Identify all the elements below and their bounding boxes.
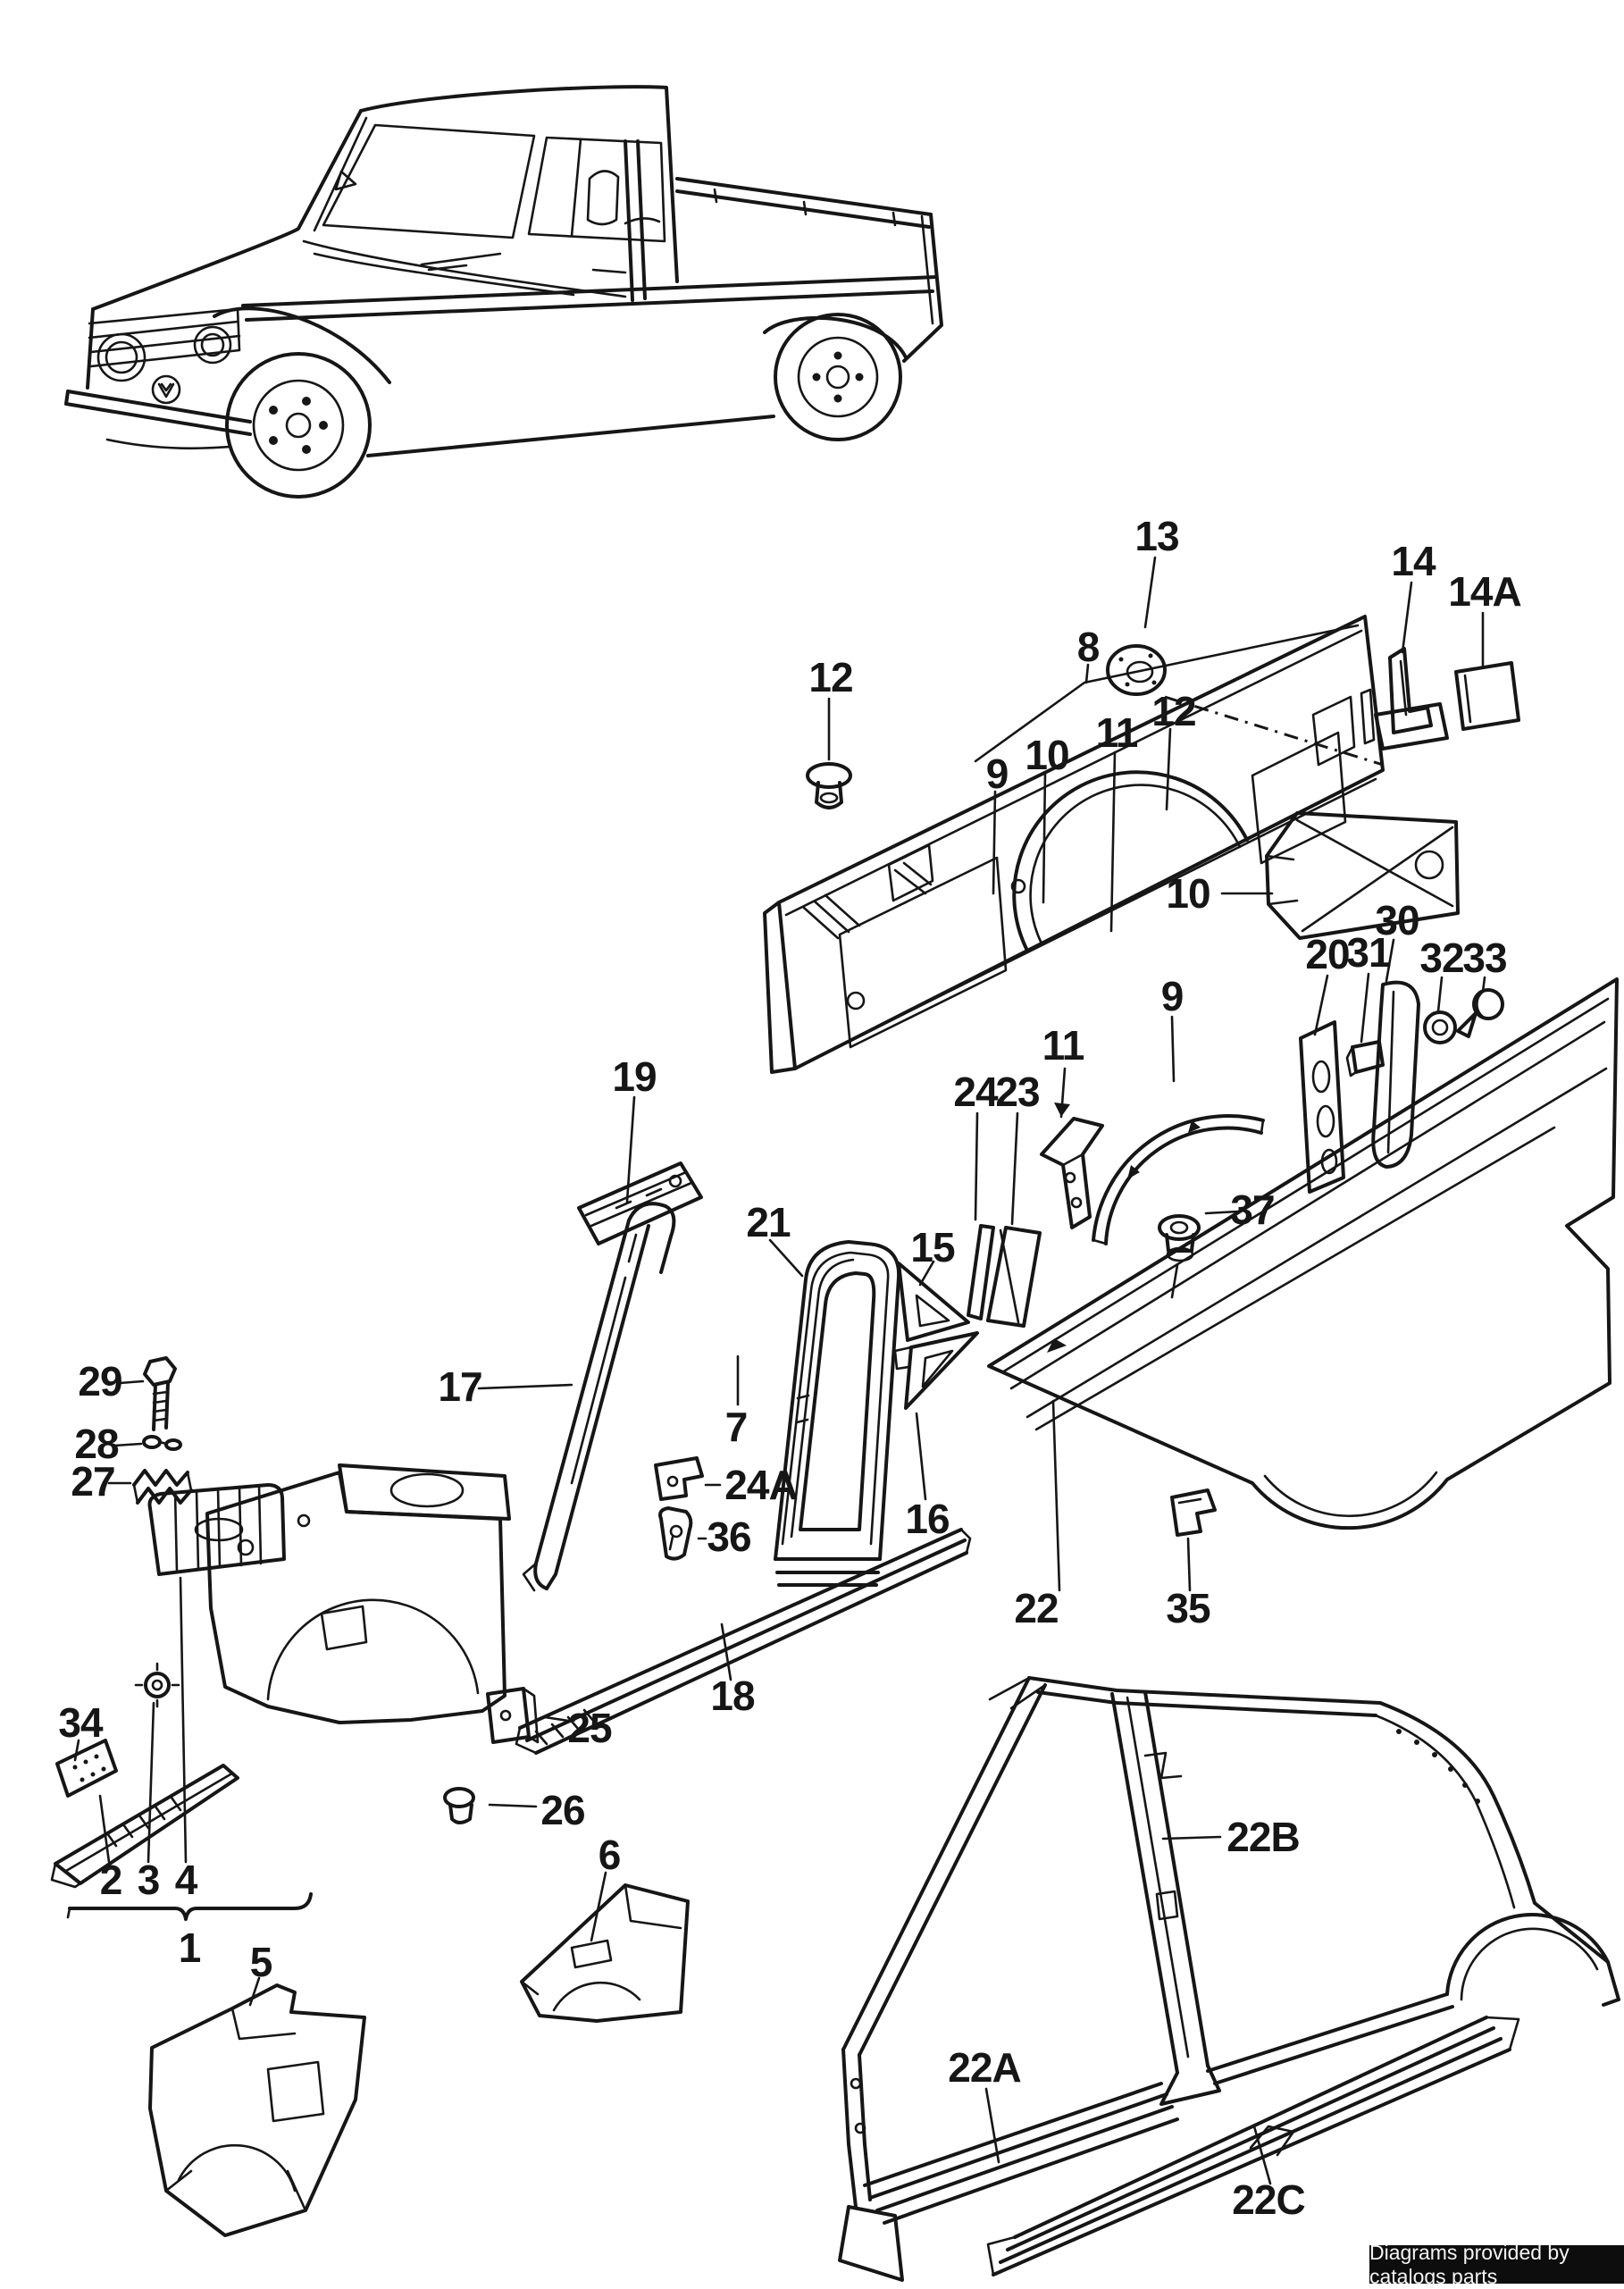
callout-3: 3	[137, 1857, 161, 1903]
callout-35: 35	[1166, 1585, 1210, 1631]
part-clip-26	[443, 1787, 475, 1824]
watermark-badge: Diagrams provided by catalogs parts	[1369, 2241, 1624, 2288]
callout-11: 11	[1042, 1022, 1085, 1069]
callout-16: 16	[905, 1496, 950, 1542]
callout-37: 37	[1230, 1186, 1275, 1233]
callout-5: 5	[249, 1939, 273, 1985]
callout-13: 13	[1134, 513, 1179, 559]
callout-22: 22	[1014, 1585, 1059, 1631]
callout-6: 6	[598, 1832, 622, 1878]
callout-23: 23	[995, 1069, 1040, 1115]
part-screw-33	[1456, 988, 1504, 1038]
part-washer-32	[1423, 1010, 1457, 1044]
callout-28: 28	[74, 1421, 119, 1467]
callout-30: 30	[1375, 897, 1419, 943]
part-longitudinal-member-2	[50, 1764, 239, 1889]
callout-22c: 22C	[1232, 2176, 1305, 2223]
part-clips-28	[142, 1435, 182, 1451]
callout-9: 9	[1160, 973, 1185, 1019]
callout-12: 12	[1151, 688, 1196, 734]
callout-1: 1	[178, 1924, 202, 1971]
callout-12: 12	[808, 654, 853, 700]
callout-4: 4	[174, 1857, 198, 1903]
callout-15: 15	[910, 1224, 955, 1270]
callout-17: 17	[438, 1363, 482, 1410]
part-mount-plate-20	[1299, 1020, 1345, 1194]
callout-33: 33	[1462, 935, 1507, 981]
part-grommet-13	[1106, 644, 1167, 696]
callout-24: 24	[953, 1069, 998, 1115]
callout-19: 19	[612, 1053, 657, 1100]
part-gusset-16	[893, 1331, 979, 1410]
part-closing-plate-6	[520, 1883, 690, 2023]
part-clamp-27	[132, 1469, 193, 1505]
part-bracket-25	[486, 1687, 540, 1744]
callout-26: 26	[540, 1787, 585, 1833]
callout-31: 31	[1346, 929, 1391, 976]
part-door-sill-18	[515, 1528, 972, 1755]
part-door-frame-21	[774, 1240, 901, 1587]
callout-14a: 14A	[1448, 568, 1521, 615]
callout-2: 2	[99, 1857, 123, 1903]
callout-20: 20	[1305, 931, 1350, 977]
part-a-pillar-17	[522, 1202, 676, 1592]
callout-22b: 22B	[1226, 1814, 1300, 1860]
callout-24a: 24A	[724, 1462, 798, 1508]
part-bracket-14	[1374, 647, 1449, 750]
callout-8: 8	[1076, 624, 1101, 670]
callout-10: 10	[1166, 870, 1210, 917]
part-pillar-bracket-30	[1371, 980, 1420, 1169]
callout-7: 7	[724, 1404, 749, 1450]
part-cross-brace-support-10	[1265, 811, 1460, 940]
callout-27: 27	[71, 1458, 115, 1505]
vehicle-illustration	[64, 85, 943, 499]
part-strip-23	[986, 1226, 1042, 1328]
part-clip-12	[806, 762, 852, 809]
part-wheelhouse-assembly	[147, 1463, 511, 1724]
callout-34: 34	[58, 1699, 103, 1746]
callout-9: 9	[985, 750, 1009, 797]
part-outer-panel-22	[987, 977, 1619, 1530]
part-gusset-15	[897, 1262, 970, 1342]
callout-22a: 22A	[948, 2044, 1021, 2091]
part-cowl-side-5	[148, 1983, 366, 2237]
part-bolt-29	[143, 1356, 177, 1431]
part-sill-rail-19	[577, 1161, 703, 1245]
callout-25: 25	[567, 1705, 612, 1751]
part-damper-strip-34	[55, 1739, 118, 1798]
callout-36: 36	[707, 1513, 751, 1560]
callout-11: 11	[1095, 709, 1139, 756]
part-clip-24a	[654, 1456, 704, 1501]
callout-18: 18	[710, 1673, 755, 1719]
part-strip-24	[967, 1224, 995, 1321]
part-bracket-35	[1170, 1488, 1217, 1537]
callout-29: 29	[78, 1358, 122, 1404]
part-corner-bracket-11	[1040, 1117, 1104, 1229]
part-nut-3	[134, 1662, 180, 1708]
part-body-side-frame	[838, 1676, 1620, 2282]
part-plate-14a	[1454, 661, 1520, 731]
part-clip-31	[1345, 1040, 1385, 1077]
callout-32: 32	[1419, 935, 1464, 981]
part-wheel-arch-9	[1092, 1114, 1265, 1245]
callout-21: 21	[746, 1199, 791, 1245]
callout-14: 14	[1391, 538, 1436, 584]
part-bed-inner-panel	[763, 615, 1385, 1074]
callout-10: 10	[1025, 732, 1069, 778]
part-clip-36	[658, 1506, 693, 1561]
leader-lines	[66, 556, 1486, 2185]
